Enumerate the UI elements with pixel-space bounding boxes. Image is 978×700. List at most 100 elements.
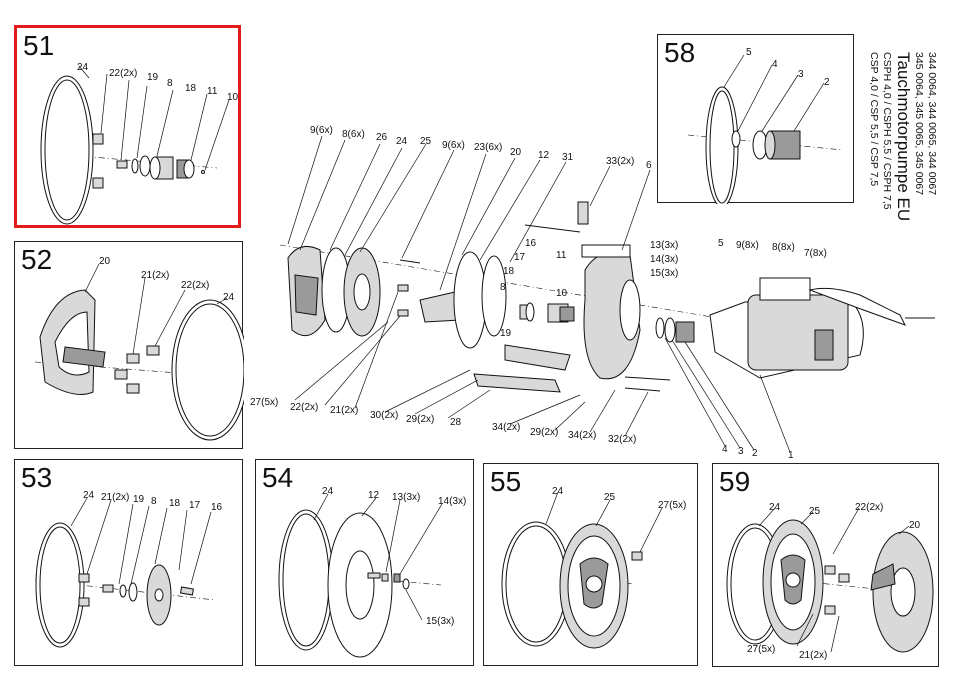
part-label: 16 — [525, 238, 537, 249]
part-label: 23(6x) — [474, 142, 502, 153]
panel-number: 52 — [21, 244, 53, 275]
label: 24 — [769, 502, 781, 513]
part-label: 14(3x) — [650, 254, 678, 265]
label: 21(2x) — [101, 492, 129, 503]
part-label: 17 — [514, 252, 526, 263]
label: 18 — [169, 498, 181, 509]
panel-54[interactable]: 54 24 12 13(3x) 14(3x) 15(3x) — [255, 459, 474, 666]
label: 22(2x) — [109, 68, 137, 79]
part-label: 30(2x) — [370, 410, 398, 421]
panel-number: 51 — [23, 30, 55, 61]
label: 24 — [552, 486, 564, 497]
part-label: 8(8x) — [772, 242, 795, 253]
label: 24 — [83, 490, 95, 501]
part-label: 18 — [503, 266, 515, 277]
part-label: 3 — [738, 446, 744, 457]
part-label: 31 — [562, 152, 574, 163]
part-label: 8(6x) — [342, 129, 365, 140]
panel-54-drawing: 24 12 13(3x) 14(3x) 15(3x) — [278, 486, 466, 658]
part-label: 25 — [420, 136, 432, 147]
part-label: 29(2x) — [406, 414, 434, 425]
label: 25 — [809, 506, 821, 517]
label: 8 — [167, 78, 173, 89]
panel-number: 53 — [21, 462, 53, 493]
panel-53[interactable]: 53 24 21(2x) 19 8 18 17 16 — [14, 459, 243, 666]
label: 2 — [824, 77, 830, 88]
part-label: 9(8x) — [736, 240, 759, 251]
title-block: 344 0064, 344 0065, 344 0067 345 0064, 3… — [858, 52, 939, 222]
model-list: CSP 4,0 / CSP 5,5 / CSP 7,5 — [868, 52, 881, 187]
panel-number: 59 — [719, 466, 751, 497]
panel-52-drawing: 20 21(2x) 22(2x) 24 — [34, 256, 244, 441]
label: 22(2x) — [855, 502, 883, 513]
label: 24 — [223, 292, 235, 303]
label: 19 — [133, 494, 145, 505]
panel-52[interactable]: 52 20 21(2x) 22(2x) 24 — [14, 241, 244, 449]
part-label: 1 — [788, 450, 794, 461]
panel-number: 55 — [490, 466, 522, 497]
label: 16 — [211, 502, 223, 513]
label: 5 — [746, 47, 752, 58]
part-label: 13(3x) — [650, 240, 678, 251]
panel-number: 54 — [262, 462, 294, 493]
label: 4 — [772, 59, 778, 70]
label: 25 — [604, 492, 616, 503]
title-heading: Tauchmotorpumpe EU — [894, 52, 913, 222]
panel-58-drawing: 5 4 3 2 — [687, 47, 844, 204]
model-list: CSPH 4,0 / CSPH 5,5 / CSPH 7,5 — [881, 52, 893, 210]
part-label: 9(6x) — [442, 140, 465, 151]
panel-53-drawing: 24 21(2x) 19 8 18 17 16 — [34, 490, 223, 648]
label: 21(2x) — [141, 270, 169, 281]
part-label: 8 — [500, 282, 506, 293]
part-label: 21(2x) — [330, 405, 358, 416]
part-label: 7(8x) — [804, 248, 827, 259]
part-label: 22(2x) — [290, 402, 318, 413]
label: 17 — [189, 500, 201, 511]
part-label: 12 — [538, 150, 550, 161]
label: 12 — [368, 490, 380, 501]
label: 27(5x) — [747, 644, 775, 655]
label: 3 — [798, 69, 804, 80]
part-label: 26 — [376, 132, 388, 143]
panel-59-drawing: 24 25 22(2x) 20 27(5x) 21(2x) — [726, 502, 934, 661]
label: 8 — [151, 496, 157, 507]
part-label: 2 — [752, 448, 758, 459]
panel-58[interactable]: 58 5 4 3 2 — [657, 34, 854, 204]
label: 24 — [77, 62, 89, 73]
part-label: 19 — [500, 328, 512, 339]
panel-59[interactable]: 59 24 25 22(2x) 20 27(5x) 21(2x) — [712, 463, 939, 667]
label: 27(5x) — [658, 500, 686, 511]
part-label: 15(3x) — [650, 268, 678, 279]
label: 20 — [99, 256, 111, 267]
label: 19 — [147, 72, 159, 83]
part-label: 34(2x) — [492, 422, 520, 433]
label: 24 — [322, 486, 334, 497]
label: 11 — [207, 86, 218, 97]
article-numbers: 345 0064, 345 0065, 345 0067 — [913, 52, 926, 196]
part-label: 27(5x) — [250, 397, 278, 408]
part-label: 5 — [718, 238, 724, 249]
part-label: 4 — [722, 444, 728, 455]
panel-51-drawing: 24 22(2x) 19 8 18 11 10 — [40, 62, 239, 225]
part-label: 20 — [510, 147, 522, 158]
part-label: 34(2x) — [568, 430, 596, 441]
panel-55-drawing: 24 25 27(5x) — [501, 486, 686, 649]
label: 14(3x) — [438, 496, 466, 507]
panel-number: 58 — [664, 37, 696, 68]
part-label: 9(6x) — [310, 125, 333, 136]
label: 13(3x) — [392, 492, 420, 503]
part-label: 33(2x) — [606, 156, 634, 167]
article-numbers: 344 0064, 344 0065, 344 0067 — [926, 52, 938, 196]
part-label: 11 — [556, 250, 567, 261]
part-label: 6 — [646, 160, 652, 171]
part-label: 32(2x) — [608, 434, 636, 445]
part-label: 10 — [556, 288, 568, 299]
part-label: 28 — [450, 417, 462, 428]
label: 18 — [185, 83, 197, 94]
panel-55[interactable]: 55 24 25 27(5x) — [483, 463, 698, 666]
label: 22(2x) — [181, 280, 209, 291]
panel-51[interactable]: 51 24 22(2x) 19 8 18 11 10 — [14, 25, 241, 228]
part-label: 24 — [396, 136, 408, 147]
part-label: 29(2x) — [530, 427, 558, 438]
label: 20 — [909, 520, 921, 531]
